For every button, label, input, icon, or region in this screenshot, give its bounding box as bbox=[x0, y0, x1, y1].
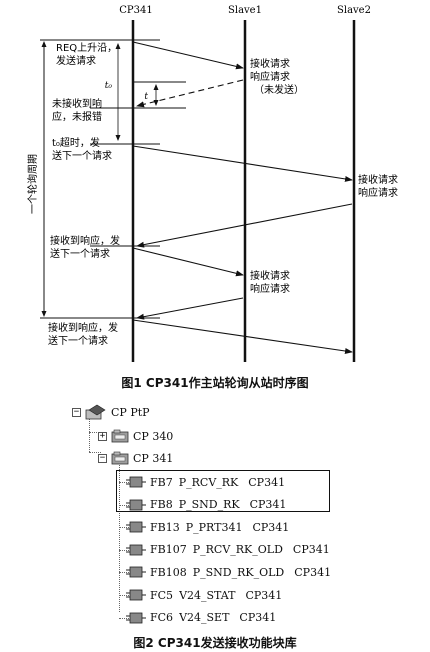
label-slave1-notsent: （未发送） bbox=[254, 83, 304, 96]
block-lib: CP341 bbox=[252, 520, 290, 534]
tree-line-block bbox=[119, 482, 129, 483]
block-desc: V24_SET bbox=[179, 611, 230, 625]
label-req-2: 发送请求 bbox=[56, 54, 96, 67]
highlight-box bbox=[116, 470, 330, 512]
tree-line-cp340 bbox=[89, 432, 101, 433]
tree-node-block[interactable]: FB13 P_PRT341 CP341 bbox=[126, 517, 289, 537]
cycle-label: 一个轮询周期 bbox=[26, 154, 39, 214]
label-recv-b-1: 接收到响应，发 bbox=[48, 321, 118, 334]
tree-node-root[interactable]: − CP PtP bbox=[72, 402, 150, 422]
figure2-caption: 图2 CP341发送接收功能块库 bbox=[133, 636, 297, 650]
label-slave1-recv2: 接收请求 bbox=[250, 269, 290, 282]
figure1-caption: 图1 CP341作主站轮询从站时序图 bbox=[121, 376, 309, 390]
tree-node-cp341[interactable]: − CP 341 bbox=[98, 448, 173, 468]
label-req-1: REQ上升沿， bbox=[56, 42, 117, 54]
tree-line-block bbox=[119, 527, 129, 529]
tree-line-cp341-children bbox=[119, 462, 120, 612]
tree-label-root: CP PtP bbox=[111, 405, 150, 419]
tree-line-root bbox=[89, 416, 90, 452]
msg-request-slave1 bbox=[132, 41, 244, 70]
function-block-icon bbox=[126, 589, 146, 601]
tree-node-cp340[interactable]: + CP 340 bbox=[98, 426, 173, 446]
tree-line-block bbox=[119, 504, 129, 506]
tree-node-block[interactable]: FB7 P_RCV_RK CP341 bbox=[126, 472, 285, 492]
function-block-icon bbox=[126, 499, 146, 510]
block-name: FC6 bbox=[150, 611, 174, 625]
tree-node-block[interactable]: FB107 P_RCV_RK_OLD CP341 bbox=[126, 540, 330, 560]
block-name: FC5 bbox=[150, 588, 174, 602]
tree-label-cp341: CP 341 bbox=[133, 451, 174, 465]
label-slave2-resp: 响应请求 bbox=[358, 186, 398, 199]
block-lib: CP341 bbox=[294, 565, 332, 579]
label-slave1-resp1: 响应请求 bbox=[250, 70, 290, 83]
block-name: FB7 bbox=[150, 475, 173, 489]
function-block-icon bbox=[126, 476, 146, 488]
block-name: FB107 bbox=[150, 543, 187, 557]
block-lib: CP341 bbox=[292, 543, 330, 557]
tree-label-cp340: CP 340 bbox=[133, 429, 174, 443]
tree-node-block[interactable]: FB8 P_SND_RK CP341 bbox=[126, 495, 286, 515]
tree-line-block bbox=[119, 572, 129, 574]
tree-line-block bbox=[119, 549, 129, 551]
library-folder-icon bbox=[85, 404, 106, 420]
block-lib: CP341 bbox=[249, 498, 287, 512]
label-recv-a-2: 送下一个请求 bbox=[50, 247, 110, 260]
label-recv-b-2: 送下一个请求 bbox=[48, 334, 108, 347]
msg-request-slave2 bbox=[132, 145, 353, 182]
block-desc: P_PRT341 bbox=[185, 520, 243, 534]
block-lib: CP341 bbox=[239, 611, 277, 625]
label-noresp-2: 应，未报错 bbox=[52, 110, 102, 123]
msg-response-slave1 bbox=[136, 297, 244, 320]
module-folder-icon bbox=[111, 429, 129, 443]
tree-line-block bbox=[119, 595, 129, 596]
block-desc: V24_STAT bbox=[179, 588, 236, 602]
collapse-icon[interactable]: − bbox=[98, 452, 107, 463]
library-tree: − CP PtP + CP 340 − CP 341 FB7 P_RCV_RK CP… bbox=[60, 398, 360, 626]
block-desc: P_SND_RK_OLD bbox=[192, 565, 285, 579]
t-label: t bbox=[144, 92, 148, 102]
tree-node-block[interactable]: FC6 V24_SET CP341 bbox=[126, 608, 276, 628]
collapse-icon[interactable]: − bbox=[72, 406, 81, 417]
label-slave2-recv: 接收请求 bbox=[358, 173, 398, 186]
t0-label: t₀ bbox=[105, 81, 113, 91]
tree-node-block[interactable]: FC5 V24_STAT CP341 bbox=[126, 585, 282, 605]
lane-cp341-header: CP341 bbox=[119, 5, 152, 16]
expand-icon[interactable]: + bbox=[98, 430, 107, 441]
block-name: FB8 bbox=[150, 498, 173, 512]
function-block-icon bbox=[126, 566, 146, 578]
lane-slave2-header: Slave2 bbox=[337, 5, 371, 16]
label-noresp-1: 未接收到响 bbox=[52, 97, 102, 110]
msg-response-slave1-unsent bbox=[136, 79, 244, 108]
block-lib: CP341 bbox=[245, 588, 283, 602]
label-timeout-1: t₀超时，发 bbox=[52, 136, 100, 149]
label-slave1-recv1: 接收请求 bbox=[250, 57, 290, 70]
lane-slave1-header: Slave1 bbox=[228, 5, 262, 16]
tree-node-block[interactable]: FB108 P_SND_RK_OLD CP341 bbox=[126, 562, 331, 582]
block-desc: P_RCV_RK_OLD bbox=[192, 543, 283, 557]
block-desc: P_SND_RK bbox=[178, 498, 240, 512]
module-folder-icon bbox=[111, 451, 129, 465]
label-timeout-2: 送下一个请求 bbox=[52, 149, 112, 162]
block-desc: P_RCV_RK bbox=[178, 475, 239, 489]
msg-request-slave2-2 bbox=[132, 319, 353, 354]
sequence-diagram: CP341 Slave1 Slave2 一个轮询周期 t₀ t REQ上升沿， … bbox=[26, 5, 398, 362]
tree-line-block bbox=[119, 617, 129, 619]
tree-line-cp341 bbox=[89, 452, 101, 453]
label-slave1-resp2: 响应请求 bbox=[250, 282, 290, 295]
msg-response-slave2 bbox=[136, 203, 353, 248]
function-block-icon bbox=[126, 521, 146, 533]
label-recv-a-1: 接收到响应，发 bbox=[50, 234, 120, 247]
block-name: FB108 bbox=[150, 565, 187, 579]
block-lib: CP341 bbox=[248, 475, 286, 489]
function-block-icon bbox=[126, 612, 146, 623]
msg-request-slave1-2 bbox=[132, 247, 244, 277]
function-block-icon bbox=[126, 544, 146, 556]
block-name: FB13 bbox=[150, 520, 180, 534]
